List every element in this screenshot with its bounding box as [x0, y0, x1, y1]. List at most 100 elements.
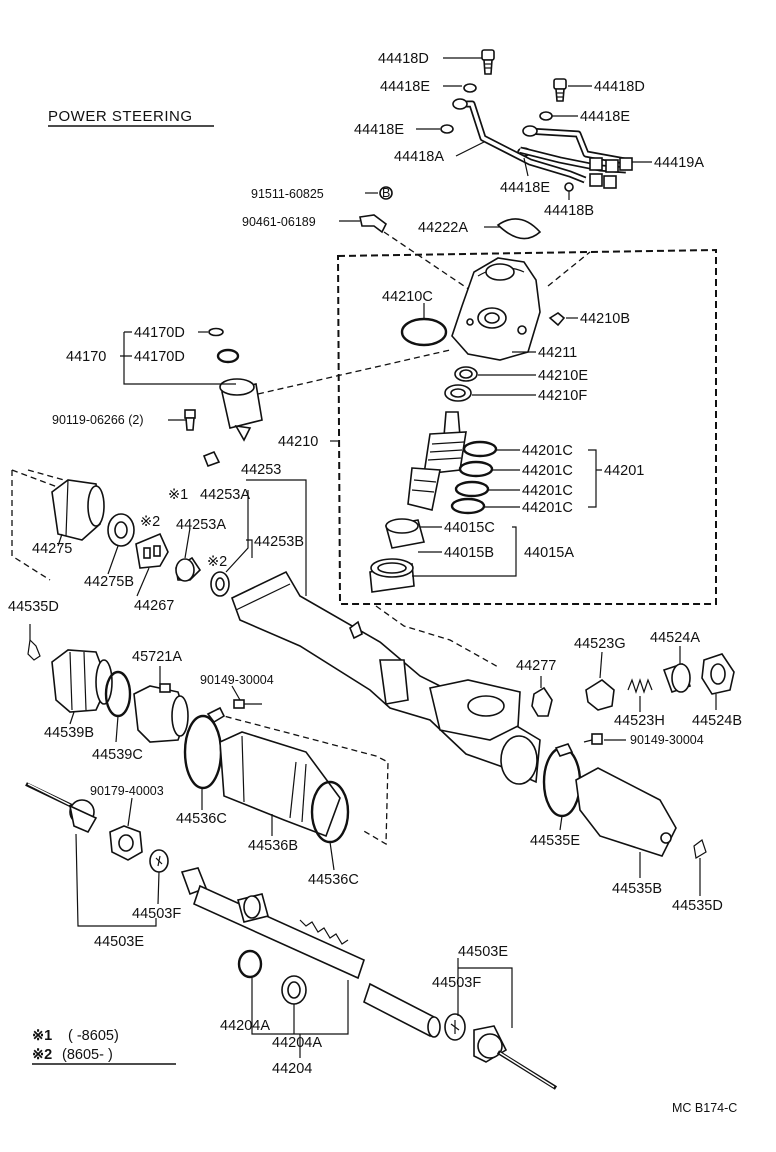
label-44277: 44277 [516, 658, 556, 674]
bushing-44204a-b [281, 975, 307, 1005]
clip-44535d-a [27, 638, 41, 661]
label-44535e: 44535E [530, 833, 580, 849]
label-44524a: 44524A [650, 630, 700, 646]
tie-rod-end-right [473, 1025, 558, 1090]
label-44210b: 44210B [580, 311, 630, 327]
clamp-44535e [542, 746, 582, 818]
label-44418e-d: 44418E [500, 180, 550, 196]
clamp-44536c-a [183, 714, 223, 790]
washer-44418e-a [463, 83, 477, 93]
nut-44524b [701, 653, 735, 695]
cap-44222a [496, 218, 542, 240]
tie-rod-end-left [25, 782, 98, 834]
label-44210: 44210 [278, 434, 318, 450]
leader-lines [57, 57, 717, 1058]
seal-44524a [662, 662, 692, 694]
diagram-title: POWER STEERING [48, 108, 193, 125]
cap-44523g [585, 679, 615, 711]
label-44170d-a: 44170D [134, 325, 185, 341]
nut-90179 [109, 825, 143, 861]
leader-44170 [257, 349, 451, 395]
label-44210f: 44210F [538, 388, 587, 404]
washer-44418e-b [440, 124, 454, 134]
pipe-44419a [519, 125, 633, 189]
part-labels: 44418D 44418E 44418E 44418A 44418D 44418… [8, 51, 742, 1077]
clip-44535d-b [693, 839, 707, 859]
label-44201c-c: 44201C [522, 483, 573, 499]
label-44275: 44275 [32, 541, 72, 557]
footnotes: ※1 ( -8605) ※2 (8605- ) [32, 1028, 176, 1065]
label-44418a: 44418A [394, 149, 444, 165]
label-44201c-a: 44201C [522, 443, 573, 459]
label-44170d-b: 44170D [134, 349, 185, 365]
label-44535d-b: 44535D [672, 898, 723, 914]
label-44253: 44253 [241, 462, 281, 478]
ring-44201c-a [462, 440, 498, 458]
label-44418d-a: 44418D [378, 51, 429, 67]
label-44419a: 44419A [654, 155, 704, 171]
label-44015a: 44015A [524, 545, 574, 561]
boot-44536b [219, 731, 341, 838]
valve-shaft-44201 [407, 411, 467, 511]
bushing-44267 [135, 532, 169, 569]
bolt-90119 [184, 409, 196, 431]
label-44201: 44201 [604, 463, 644, 479]
label-44503f-a: 44503F [132, 906, 181, 922]
label-44204a-a: 44204A [220, 1018, 270, 1034]
outline-44536 [215, 713, 389, 846]
boot-44275 [51, 479, 105, 541]
label-44210e: 44210E [538, 368, 588, 384]
cylinder-44170 [219, 378, 263, 442]
outline-left-a [11, 470, 51, 581]
clip-44503f-a [149, 849, 169, 873]
label-44503e-a: 44503E [94, 934, 144, 950]
leader-90461 [383, 231, 471, 291]
label-44503f-b: 44503F [432, 975, 481, 991]
label-44204: 44204 [272, 1061, 312, 1077]
label-45721a: 45721A [132, 649, 182, 665]
gear-housing [231, 570, 541, 785]
ring-44275b [107, 513, 135, 547]
ring-44204a-a [237, 949, 263, 979]
label-44536c-b: 44536C [308, 872, 359, 888]
label-44275b: 44275B [84, 574, 134, 590]
label-44253a-b: 44253A [176, 517, 226, 533]
outline-left-b [11, 469, 61, 489]
pipe-44418a [452, 98, 587, 184]
plug-44277 [531, 686, 553, 717]
figure-code: MC B174-C [672, 1101, 737, 1115]
valve-assembly-outline [336, 248, 717, 605]
label-44418e-a: 44418E [380, 79, 430, 95]
label-mark-2a: ※2 [140, 514, 160, 530]
ring-44201c-c [454, 480, 490, 498]
housing-44211 [451, 257, 541, 361]
clamp-90461 [359, 214, 388, 234]
label-44253b: 44253B [254, 534, 304, 550]
bolt-90149-b [583, 733, 603, 745]
footnote-1-mark: ※1 [32, 1028, 52, 1044]
bolt-44418d-left [481, 49, 495, 75]
label-44418e-c: 44418E [580, 109, 630, 125]
seal-44015c [384, 518, 426, 549]
label-44536b: 44536B [248, 838, 298, 854]
label-90461: 90461-06189 [242, 215, 316, 229]
label-44418d-b: 44418D [594, 79, 645, 95]
label-44253a-a: 44253A [200, 487, 250, 503]
leader-housing [375, 605, 501, 669]
o-ring-44210c [400, 317, 448, 347]
label-mark-1: ※1 [168, 487, 188, 503]
label-44201c-b: 44201C [522, 463, 573, 479]
label-44204a-b: 44204A [272, 1035, 322, 1051]
nut-90119 [202, 450, 221, 468]
label-44015c: 44015C [444, 520, 495, 536]
bolt-44418d-right [553, 78, 567, 102]
label-44535d-a: 44535D [8, 599, 59, 615]
label-44503e-b: 44503E [458, 944, 508, 960]
rack-44204 [180, 867, 441, 1038]
label-91511: 91511-60825 [251, 187, 324, 201]
label-44536c-a: 44536C [176, 811, 227, 827]
label-44222a: 44222A [418, 220, 468, 236]
boot-45721a [133, 683, 189, 743]
label-44539b: 44539B [44, 725, 94, 741]
